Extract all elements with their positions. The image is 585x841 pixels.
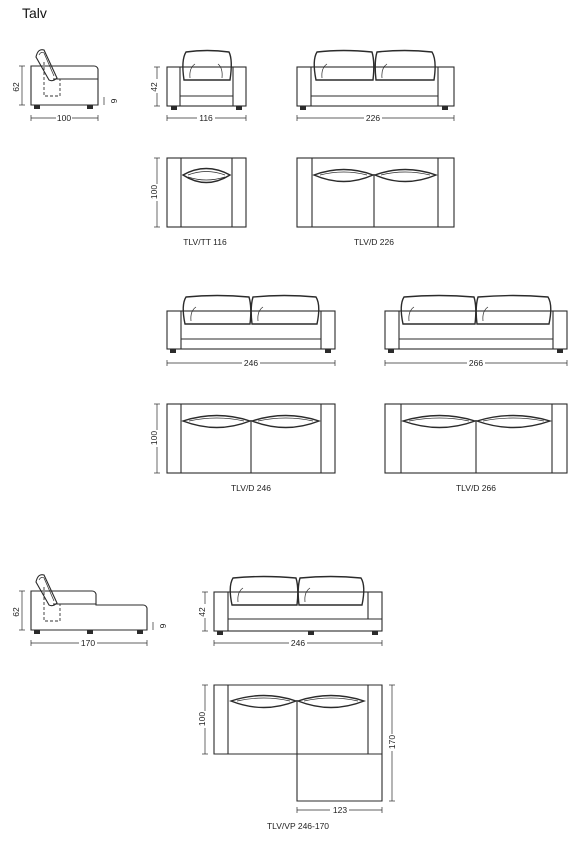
front-view-246: 246 (166, 294, 336, 368)
front-view-116: 42 116 (149, 49, 247, 123)
front-116-width-label: 116 (199, 113, 213, 123)
chaise-side-depth-label: 170 (81, 638, 95, 648)
side-height-label: 62 (11, 82, 21, 92)
front-226-width-label: 226 (366, 113, 380, 123)
front-view-226: 226 (296, 49, 455, 123)
plan-view-266: TLV/D 266 (384, 403, 568, 493)
front-246-width-label: 246 (244, 358, 258, 368)
model-caption-vp: TLV/VP 246-170 (267, 821, 329, 831)
plan-view-116: 100 TLV/TT 116 (149, 157, 247, 247)
front-view-vp: 42 246 (197, 575, 383, 648)
plan-vp-chaise-depth-label: 170 (387, 735, 397, 749)
front-view-266: 266 (384, 294, 568, 368)
model-caption-266: TLV/D 266 (456, 483, 496, 493)
front-116-height-label: 42 (149, 82, 159, 92)
side-seat-label: 6 (109, 99, 119, 104)
model-caption-226: TLV/D 226 (354, 237, 394, 247)
front-vp-width-label: 246 (291, 638, 305, 648)
side-depth-label: 100 (57, 113, 71, 123)
plan-116-depth-label: 100 (149, 185, 159, 199)
plan-vp-depth-label: 100 (197, 712, 207, 726)
model-caption-116: TLV/TT 116 (183, 237, 227, 247)
chaise-side-seat-label: 6 (158, 624, 168, 629)
chaise-side-height-label: 62 (11, 607, 21, 617)
plan-view-vp: 100 170 123 TLV/VP 246-170 (197, 684, 397, 831)
chaise-side-view: 62 6 170 (11, 574, 168, 648)
front-266-width-label: 266 (469, 358, 483, 368)
side-view: 62 6 100 (11, 49, 119, 123)
sheet-title: Talv (22, 5, 47, 21)
front-vp-height-label: 42 (197, 607, 207, 617)
plan-vp-chaise-width-label: 123 (333, 805, 347, 815)
plan-view-226: TLV/D 226 (296, 157, 455, 247)
model-caption-246: TLV/D 246 (231, 483, 271, 493)
plan-246-depth-label: 100 (149, 431, 159, 445)
plan-view-246: 100 TLV/D 246 (149, 403, 336, 493)
